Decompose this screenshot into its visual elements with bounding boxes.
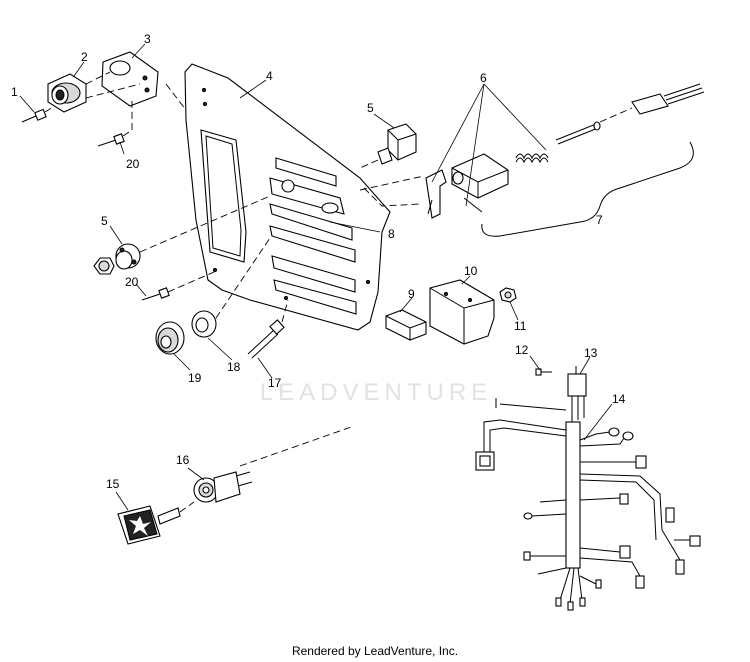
- callout-labels: 1 2 3 4 5 6 7 8 5 20 20 9 10 11 12 13 14…: [11, 32, 626, 491]
- part-15-key: [117, 501, 195, 545]
- callout-12: 12: [515, 343, 529, 357]
- callout-5-left: 5: [101, 214, 108, 228]
- part-5-toggle-switch-top: [359, 123, 417, 169]
- watermark: LEADVENTURE: [259, 379, 493, 406]
- part-11-nut: [499, 287, 517, 303]
- part-16-ignition-switch: [193, 425, 355, 503]
- leader-lines: [19, 43, 613, 511]
- part-14-wiring-harness: [475, 366, 701, 611]
- part-4-instrument-panel: [165, 63, 425, 331]
- part-3-bracket-plate: [85, 51, 159, 107]
- callout-6: 6: [480, 71, 487, 85]
- part-20-screw-left: [141, 271, 215, 301]
- part-2-indicator-housing: [47, 73, 87, 113]
- callout-7: 7: [596, 213, 603, 227]
- callout-11: 11: [514, 319, 527, 333]
- part-1-screw: [21, 105, 56, 123]
- callout-19: 19: [188, 371, 202, 385]
- part-18-lock-washer: [191, 237, 271, 338]
- part-7-relay-assembly: [425, 83, 705, 237]
- callout-17: 17: [268, 376, 282, 390]
- callout-16: 16: [176, 453, 190, 467]
- callout-8: 8: [388, 227, 395, 241]
- callout-9: 9: [408, 287, 415, 301]
- footer-credit: Rendered by LeadVenture, Inc.: [291, 644, 459, 658]
- callout-5-top: 5: [367, 101, 374, 115]
- callout-20-top: 20: [126, 157, 140, 171]
- part-17-bolt: [247, 299, 289, 359]
- part-5-switch-left: [93, 195, 271, 275]
- callout-18: 18: [227, 360, 241, 374]
- part-19-knurled-ring: [155, 321, 185, 355]
- callout-1: 1: [11, 85, 18, 99]
- callout-3: 3: [144, 32, 151, 46]
- callout-4: 4: [266, 69, 273, 83]
- callout-10: 10: [464, 264, 478, 278]
- callout-14: 14: [612, 392, 626, 406]
- callout-20-left: 20: [125, 275, 139, 289]
- leader-8: [329, 221, 381, 233]
- callout-15: 15: [106, 477, 120, 491]
- callout-2: 2: [81, 50, 88, 64]
- part-9-spacer-block: [385, 309, 427, 341]
- part-20-screw-top: [97, 98, 133, 147]
- part-10-mounting-bracket: [429, 279, 495, 345]
- callout-13: 13: [584, 346, 598, 360]
